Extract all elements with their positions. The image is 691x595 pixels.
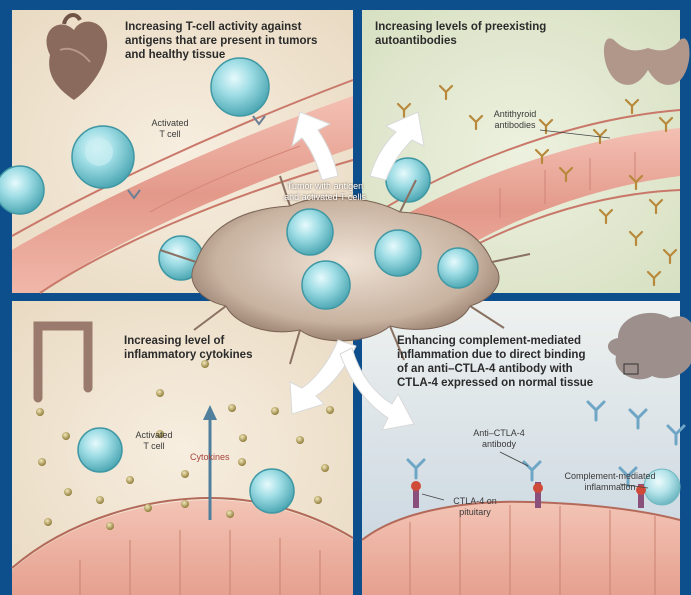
title-line: Increasing levels of preexisting bbox=[375, 21, 546, 33]
activated-t-cell-label: Activated T cell bbox=[140, 118, 200, 140]
cytokines-label: Cytokines bbox=[190, 452, 230, 463]
label-line: CTLA-4 on bbox=[453, 496, 497, 506]
label-line: inflammation bbox=[584, 482, 635, 492]
title-line: Increasing T-cell activity against bbox=[125, 21, 301, 33]
label-line: antibodies bbox=[494, 120, 535, 130]
panel-top-left-title: Increasing T-cell activity against antig… bbox=[125, 20, 355, 62]
t-cell bbox=[78, 428, 122, 472]
title-line: inflammation due to direct binding bbox=[397, 349, 585, 361]
tumor-label: Tumor with antigen and activated T cells bbox=[265, 181, 385, 203]
label-line: Activated bbox=[151, 118, 188, 128]
label-line: Antithyroid bbox=[494, 109, 537, 119]
activated-t-cell-label-2: Activated T cell bbox=[124, 430, 184, 452]
label-line: T cell bbox=[143, 441, 164, 451]
ctla4-on-pituitary-label: CTLA-4 on pituitary bbox=[440, 496, 510, 518]
title-line: and healthy tissue bbox=[125, 49, 225, 61]
panel-top-right-title: Increasing levels of preexisting autoant… bbox=[375, 20, 595, 48]
label-line: T cell bbox=[159, 129, 180, 139]
t-cell bbox=[211, 58, 269, 116]
label-line: Complement-mediated bbox=[564, 471, 655, 481]
t-cell bbox=[0, 166, 44, 214]
title-line: Enhancing complement-mediated bbox=[397, 335, 581, 347]
title-line: autoantibodies bbox=[375, 35, 457, 47]
title-line: Increasing level of bbox=[124, 335, 224, 347]
title-line: CTLA-4 expressed on normal tissue bbox=[397, 377, 593, 389]
t-cell bbox=[302, 261, 350, 309]
label-line: antibody bbox=[482, 439, 516, 449]
t-cell bbox=[438, 248, 478, 288]
pituitary-cells bbox=[362, 502, 680, 595]
title-line: antigens that are present in tumors bbox=[125, 35, 317, 47]
title-line: inflammatory cytokines bbox=[124, 349, 252, 361]
panel-bottom-right-title: Enhancing complement-mediated inflammati… bbox=[397, 334, 627, 390]
title-line: of an anti–CTLA-4 antibody with bbox=[397, 363, 573, 375]
complement-mediated-inflammation-label: Complement-mediated inflammation bbox=[552, 471, 668, 493]
t-cell bbox=[250, 469, 294, 513]
antithyroid-antibodies-label: Antithyroid antibodies bbox=[484, 109, 546, 131]
label-line: Tumor with antigen bbox=[287, 181, 363, 191]
label-line: Anti–CTLA-4 bbox=[473, 428, 525, 438]
label-line: Activated bbox=[135, 430, 172, 440]
panel-bottom-left-title: Increasing level of inflammatory cytokin… bbox=[124, 334, 324, 362]
t-cell-nucleus bbox=[85, 138, 113, 166]
label-line: and activated T cells bbox=[284, 192, 366, 202]
t-cell bbox=[375, 230, 421, 276]
label-line: pituitary bbox=[459, 507, 491, 517]
anti-ctla4-antibody-label: Anti–CTLA-4 antibody bbox=[462, 428, 536, 450]
t-cell bbox=[287, 209, 333, 255]
